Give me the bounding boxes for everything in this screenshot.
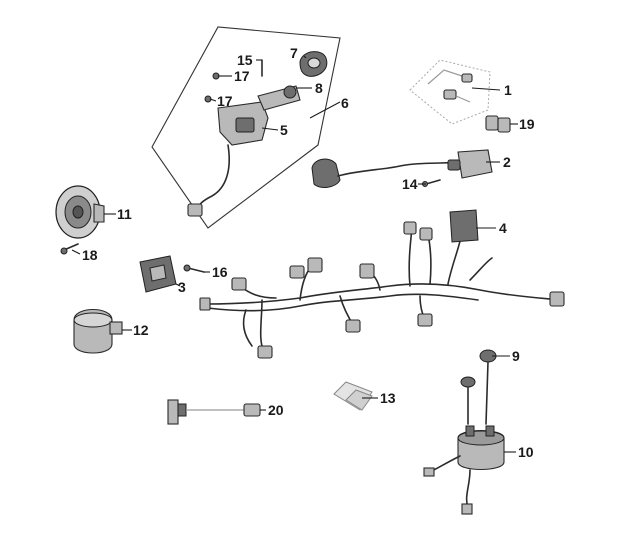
label-13: 13 [380, 390, 396, 406]
label-6: 6 [341, 95, 349, 111]
label-12: 12 [133, 322, 149, 338]
part-12-rubber-mount [73, 309, 123, 354]
label-10: 10 [518, 444, 534, 460]
leader-lines [71, 55, 518, 453]
label-15: 15 [237, 52, 253, 68]
part-4-wire-harness [199, 209, 565, 359]
part-3-relay [139, 255, 177, 293]
part-number-labels: 1 2 3 4 5 6 7 8 9 10 11 12 13 14 15 16 1… [82, 45, 535, 460]
label-4: 4 [499, 220, 507, 236]
label-18: 18 [82, 247, 98, 263]
part-9-nut [479, 349, 497, 425]
label-19: 19 [519, 116, 535, 132]
ignition-switch-group [151, 26, 341, 229]
label-1: 1 [504, 82, 512, 98]
part-16-screw [183, 264, 205, 273]
part-19-connector [485, 115, 511, 133]
part-20-lead-wire [167, 399, 261, 425]
label-5: 5 [280, 122, 288, 138]
label-9: 9 [512, 348, 520, 364]
label-17-upper: 17 [234, 68, 250, 84]
label-17-lower: 17 [217, 93, 233, 109]
label-20: 20 [268, 402, 284, 418]
part-1-bracket-set [409, 59, 491, 125]
label-14: 14 [402, 176, 418, 192]
label-11: 11 [117, 206, 132, 222]
part-2-ignition-coil [311, 149, 493, 188]
label-3: 3 [178, 279, 186, 295]
part-10-starter-relay [423, 376, 505, 515]
part-18-screw [60, 243, 79, 255]
label-16: 16 [212, 264, 228, 280]
label-2: 2 [503, 154, 511, 170]
label-8: 8 [315, 80, 323, 96]
part-13-fuses [333, 381, 373, 411]
part-14-screw [422, 179, 441, 187]
label-7: 7 [290, 45, 298, 61]
part-11-horn [55, 185, 105, 239]
